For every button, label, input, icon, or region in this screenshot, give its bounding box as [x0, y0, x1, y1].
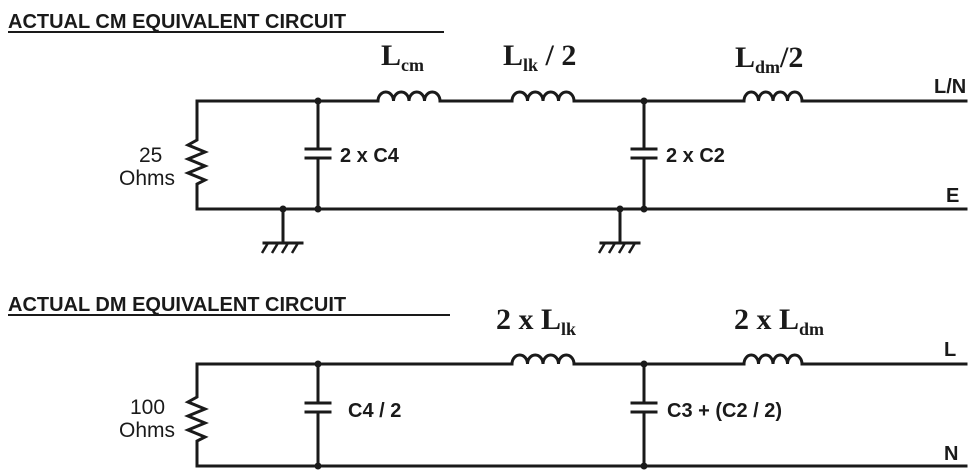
- cm-inductor-ldm-label: Ldm/2: [735, 41, 803, 77]
- dm-circuit: ACTUAL DM EQUIVALENT CIRCUIT 100 Ohms C4…: [8, 294, 968, 470]
- dm-inductor-ldm: [742, 353, 804, 366]
- cm-junction-dot: [640, 97, 648, 105]
- cm-junction-dot: [314, 97, 322, 105]
- cm-junction-dot: [314, 205, 322, 213]
- cm-resistor-value: 25: [139, 144, 162, 167]
- cm-ground-symbol-2: [597, 207, 641, 254]
- dm-terminal-top-label: L: [944, 339, 956, 361]
- cm-inductor-lcm: [376, 90, 442, 103]
- dm-terminal-bottom-label: N: [944, 443, 958, 465]
- dm-junction-dot: [640, 462, 648, 470]
- dm-capacitor-2-label: C3 + (C2 / 2): [667, 400, 782, 422]
- cm-inductor-llk: [510, 90, 576, 103]
- cm-ground-symbol-1: [260, 207, 304, 254]
- cm-resistor: [184, 99, 209, 211]
- cm-capacitor-2: [630, 99, 658, 211]
- dm-heading: ACTUAL DM EQUIVALENT CIRCUIT: [8, 294, 346, 316]
- cm-resistor-unit: Ohms: [119, 167, 175, 190]
- dm-resistor-unit: Ohms: [119, 419, 175, 442]
- dm-junction-dot: [314, 462, 322, 470]
- cm-capacitor-1: [304, 99, 332, 211]
- dm-junction-dot: [640, 360, 648, 368]
- cm-capacitor-1-label: 2 x C4: [340, 145, 400, 167]
- dm-inductor-llk-label: 2 x Llk: [496, 303, 576, 339]
- dm-inductor-ldm-label: 2 x Ldm: [734, 303, 824, 339]
- cm-inductor-lcm-label: Lcm: [381, 39, 424, 75]
- dm-capacitor-2: [630, 362, 658, 468]
- dm-resistor-value: 100: [130, 396, 165, 419]
- dm-capacitor-1-label: C4 / 2: [348, 400, 401, 422]
- dm-junction-dot: [314, 360, 322, 368]
- cm-circuit: ACTUAL CM EQUIVALENT CIRCUIT 25 Ohms 2 x…: [8, 11, 968, 254]
- cm-heading: ACTUAL CM EQUIVALENT CIRCUIT: [8, 11, 346, 33]
- cm-inductor-llk-label: Llk / 2: [503, 39, 576, 75]
- cm-capacitor-2-label: 2 x C2: [666, 145, 725, 167]
- cm-inductor-ldm: [742, 90, 804, 103]
- cm-terminal-bottom-label: E: [946, 185, 959, 207]
- cm-junction-dot: [640, 205, 648, 213]
- dm-resistor: [184, 362, 209, 468]
- dm-inductor-llk: [510, 353, 576, 366]
- dm-capacitor-1: [304, 362, 332, 468]
- cm-terminal-top-label: L/N: [934, 76, 966, 98]
